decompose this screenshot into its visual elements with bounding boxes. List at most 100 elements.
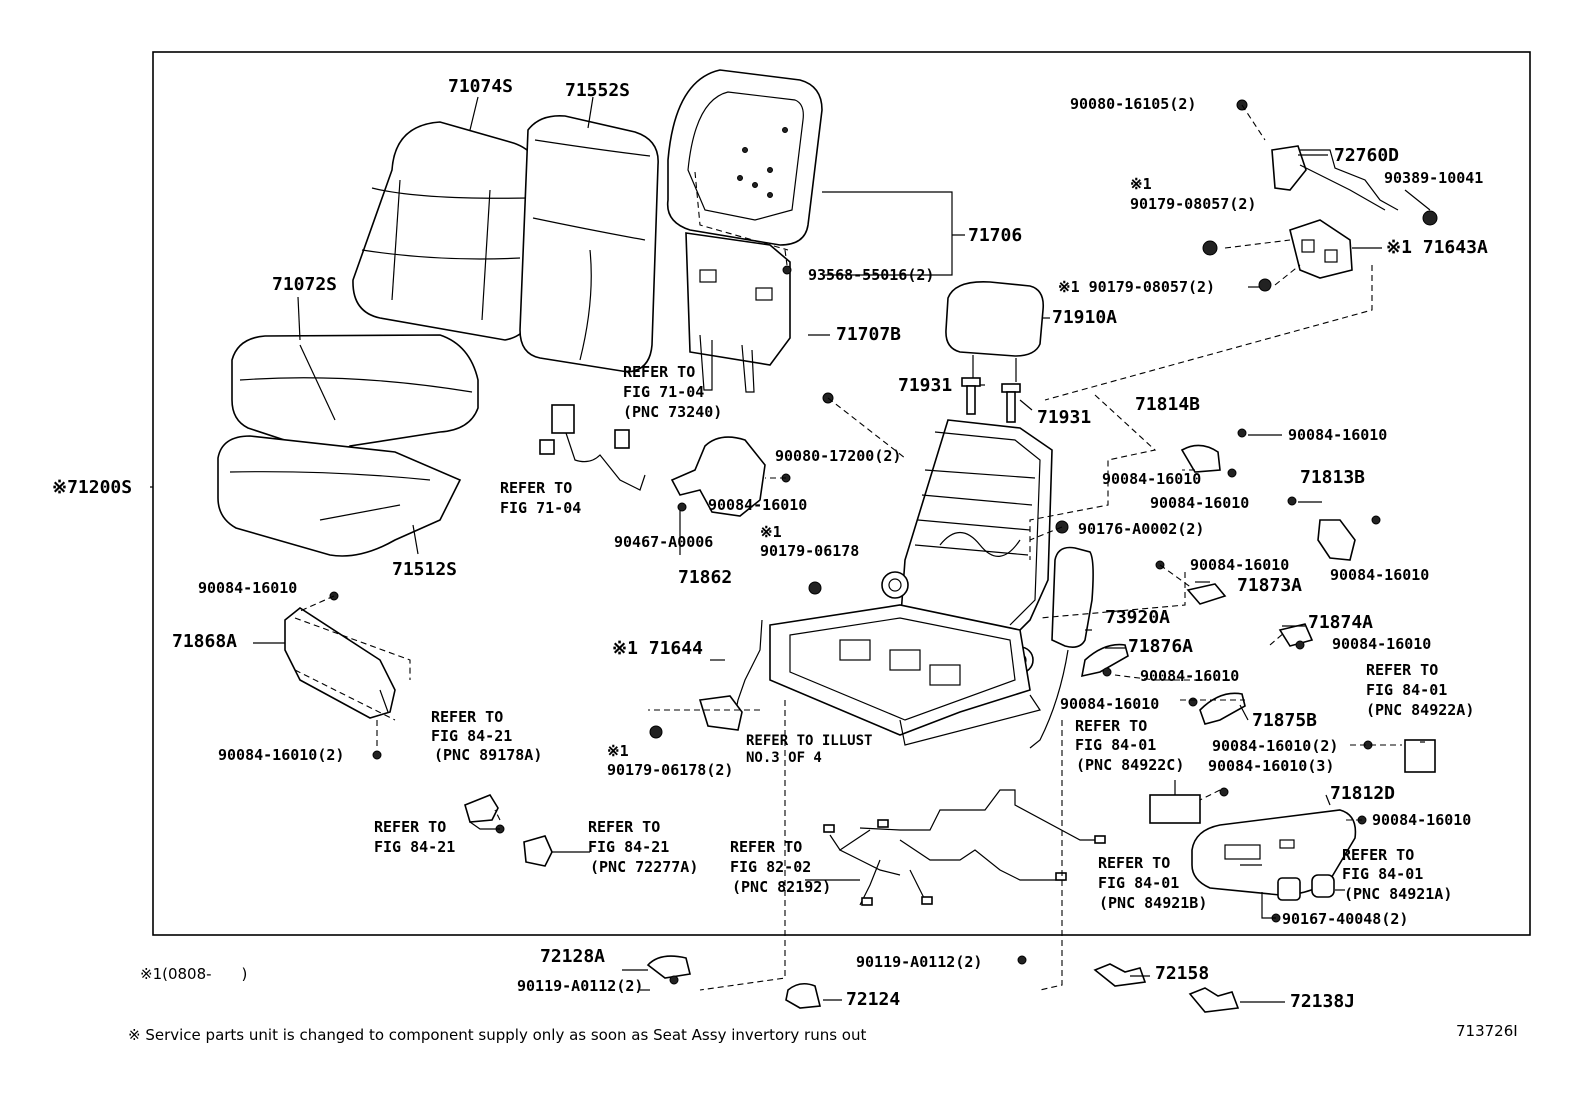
svg-text:FIG 84-01: FIG 84-01 — [1342, 865, 1423, 883]
cover-72158 — [1093, 963, 1147, 987]
svg-text:(PNC 84922A): (PNC 84922A) — [1366, 701, 1474, 719]
label-71812d: 71812D — [1330, 783, 1395, 804]
seatback-board-71552s — [519, 114, 659, 373]
label-72138j: 72138J — [1290, 991, 1355, 1012]
label-93568: 93568-55016(2) — [808, 266, 934, 284]
svg-text:FIG 84-01: FIG 84-01 — [1075, 736, 1156, 754]
refer-fig-84-01-d: REFER TO FIG 84-01 (PNC 84921A) — [1342, 846, 1452, 903]
label-90119-b: 90119-A0112(2) — [856, 953, 982, 971]
label-90467: 90467-A0006 — [614, 533, 713, 551]
label-90084-i3: 90084-16010(3) — [1208, 757, 1334, 775]
refer-fig-84-21-c: REFER TO FIG 84-21 (PNC 72277A) — [588, 818, 698, 876]
bracket-71813b — [1317, 519, 1356, 561]
label-73920a: 73920A — [1105, 607, 1170, 628]
label-note1-b: ※1 — [760, 523, 782, 541]
label-71931-a: 71931 — [898, 375, 952, 396]
part-72760d — [1271, 145, 1399, 211]
bracket-71814b — [1180, 444, 1221, 473]
label-90084-a: 90084-16010 — [1288, 426, 1387, 444]
cover-71875b — [1199, 692, 1246, 725]
svg-text:FIG 71-04: FIG 71-04 — [500, 499, 581, 517]
svg-text:REFER TO: REFER TO — [588, 818, 660, 836]
label-90084-j: 90084-16010 — [1372, 811, 1471, 829]
label-71873a: 71873A — [1237, 575, 1302, 596]
svg-text:(PNC 84921A): (PNC 84921A) — [1344, 885, 1452, 903]
seat-cushion-cover-71072s — [231, 334, 479, 456]
label-71862: 71862 — [678, 567, 732, 588]
label-90084-f: 90084-16010 — [1332, 635, 1431, 653]
cover-71862 — [670, 436, 766, 517]
svg-text:REFER TO: REFER TO — [1098, 854, 1170, 872]
cover-72138j — [1188, 987, 1240, 1013]
label-90084-k: 90084-16010 — [708, 496, 807, 514]
side-shield-71868a — [284, 607, 396, 719]
label-72158: 72158 — [1155, 963, 1209, 984]
seat-cushion-71512s — [217, 435, 462, 557]
label-90389: 90389-10041 — [1384, 169, 1483, 187]
label-90084-l: 90084-16010 — [198, 579, 297, 597]
svg-text:(PNC 72277A): (PNC 72277A) — [590, 858, 698, 876]
label-71814b: 71814B — [1135, 394, 1200, 415]
switch-84922a — [1404, 739, 1436, 773]
label-90084-h: 90084-16010 — [1060, 695, 1159, 713]
label-72128a: 72128A — [540, 946, 605, 967]
refer-fig-84-01-c: REFER TO FIG 84-01 (PNC 84922C) — [1075, 717, 1184, 774]
refer-fig-71-04-a: REFER TO FIG 71-04 (PNC 73240) — [623, 363, 722, 421]
label-90084-d: 90084-16010 — [1330, 566, 1429, 584]
svg-text:REFER TO: REFER TO — [1366, 661, 1438, 679]
knob-84921b — [1277, 877, 1301, 901]
seatbelt-buckle — [539, 404, 646, 491]
leader-lines — [150, 96, 1431, 1003]
label-90084-m: 90084-16010(2) — [218, 746, 344, 764]
label-71874a: 71874A — [1308, 612, 1373, 633]
label-72124: 72124 — [846, 989, 900, 1010]
label-71707b: 71707B — [836, 324, 901, 345]
side-airbag-73920a — [1029, 546, 1094, 749]
svg-text:FIG 82-02: FIG 82-02 — [730, 858, 811, 876]
sensor-89178a — [464, 794, 499, 823]
label-71552s: 71552S — [565, 80, 630, 101]
svg-text:REFER TO: REFER TO — [623, 363, 695, 381]
switch-84922c — [1149, 794, 1201, 824]
label-note1-a: ※1 — [1130, 175, 1152, 193]
headrest-guide-71931-right — [1001, 383, 1021, 423]
label-71931-b: 71931 — [1037, 407, 1091, 428]
label-90084-g: 90084-16010 — [1140, 667, 1239, 685]
label-71072s: 71072S — [272, 274, 337, 295]
cover-71876a — [1080, 643, 1129, 678]
label-72760d: 72760D — [1334, 145, 1399, 166]
seatback-cover-71074s — [352, 121, 541, 341]
label-90179-08057-b: ※1 90179-08057(2) — [1058, 278, 1215, 296]
label-90084-i2: 90084-16010(2) — [1212, 737, 1338, 755]
svg-text:REFER TO: REFER TO — [374, 818, 446, 836]
label-note1-c: ※1 — [607, 742, 629, 760]
seat-frame-assembly — [769, 419, 1053, 746]
svg-text:FIG 84-21: FIG 84-21 — [588, 838, 669, 856]
svg-text:(PNC 84922C): (PNC 84922C) — [1076, 756, 1184, 774]
label-90080-16105: 90080-16105(2) — [1070, 95, 1196, 113]
illustration-code: 713726I — [1456, 1022, 1518, 1040]
label-71868a: 71868A — [172, 631, 237, 652]
svg-text:REFER TO: REFER TO — [1342, 846, 1414, 864]
pad-71707b — [685, 232, 791, 393]
refer-fig-82-02: REFER TO FIG 82-02 (PNC 82192) — [730, 838, 831, 896]
cover-72128a — [646, 955, 691, 979]
label-90176: 90176-A0002(2) — [1078, 520, 1204, 538]
bracket-71643a — [1289, 219, 1353, 279]
refer-fig-71-04-b: REFER TO FIG 71-04 — [500, 479, 581, 517]
harness-71644 — [698, 619, 763, 731]
svg-text:FIG 71-04: FIG 71-04 — [623, 383, 704, 401]
svg-text:FIG 84-01: FIG 84-01 — [1366, 681, 1447, 699]
label-71813b: 71813B — [1300, 467, 1365, 488]
knob-84921a — [1311, 874, 1335, 898]
refer-fig-84-01-a: REFER TO FIG 84-01 (PNC 84922A) — [1366, 661, 1474, 719]
svg-text:(PNC 73240): (PNC 73240) — [623, 403, 722, 421]
svg-text:REFER TO: REFER TO — [1075, 717, 1147, 735]
svg-text:(PNC 84921B): (PNC 84921B) — [1099, 894, 1207, 912]
label-71643a: ※1 71643A — [1386, 237, 1488, 258]
svg-text:REFER TO: REFER TO — [431, 708, 503, 726]
label-90179-06178-a: 90179-06178 — [760, 542, 859, 560]
label-71706: 71706 — [968, 225, 1022, 246]
label-90084-e: 90084-16010 — [1190, 556, 1289, 574]
